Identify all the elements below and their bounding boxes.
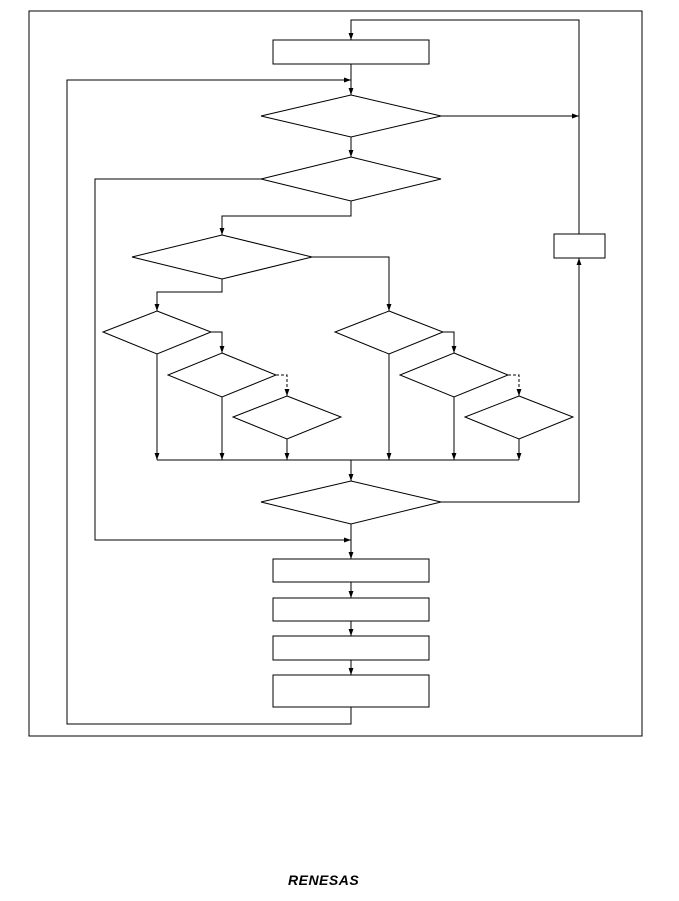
connector-left-a-to-b bbox=[211, 331, 225, 353]
connector-d3-to-right bbox=[312, 256, 392, 311]
process-box-start bbox=[272, 39, 430, 65]
connector-right-a-to-b bbox=[443, 331, 457, 353]
connector-d2-bypass bbox=[94, 178, 351, 543]
renesas-logo: RENESAS bbox=[288, 872, 360, 888]
decision-diamond-right-b bbox=[398, 352, 510, 398]
process-box-2 bbox=[272, 597, 430, 622]
connector-d3-to-left bbox=[154, 279, 223, 311]
connector-left-b-to-c bbox=[276, 374, 290, 396]
connector-merge-right bbox=[441, 258, 582, 503]
decision-diamond-left-c bbox=[231, 395, 343, 440]
connector-outer-loop bbox=[66, 77, 352, 725]
decision-diamond-merge bbox=[260, 480, 442, 525]
process-box-4 bbox=[272, 674, 430, 708]
decision-diamond-left-b bbox=[166, 352, 278, 398]
diagram-frame bbox=[28, 10, 643, 737]
process-box-1 bbox=[272, 558, 430, 583]
decision-diamond-1 bbox=[260, 94, 442, 138]
decision-diamond-right-c bbox=[463, 395, 575, 440]
connector-right-b-to-c bbox=[508, 374, 522, 396]
decision-diamond-right-a bbox=[333, 310, 445, 355]
decision-diamond-3 bbox=[131, 234, 313, 280]
decision-diamond-left-a bbox=[101, 310, 213, 355]
process-box-3 bbox=[272, 635, 430, 661]
connector-d2-to-d3 bbox=[219, 201, 352, 235]
connector-top-loop bbox=[348, 19, 580, 234]
process-box-side bbox=[553, 233, 606, 259]
decision-diamond-2 bbox=[260, 156, 442, 202]
